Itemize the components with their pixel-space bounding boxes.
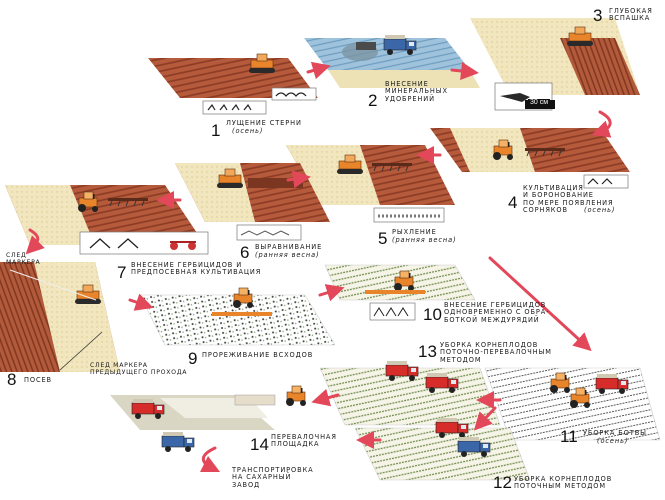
- step-11-number: 11: [560, 427, 578, 446]
- panel-14-field: [110, 385, 307, 453]
- step-6-title: ВЫРАВНИВАНИЕ: [255, 243, 323, 251]
- step-3-number: 3: [593, 6, 603, 25]
- panel-13-field: [319, 360, 501, 426]
- panel-2-field: [304, 34, 480, 88]
- previous-pass-trace-note: СЛЕД МАРКЕРА ПРЕДЫДУЩЕГО ПРОХОДА: [90, 362, 188, 376]
- step-10-number: 10: [423, 305, 442, 324]
- step-1-number: 1: [211, 121, 221, 140]
- flow-arrows: [25, 61, 612, 473]
- step-4-season: (осень): [584, 206, 616, 214]
- panel-11-field: [484, 367, 661, 441]
- step-1-season: (осень): [232, 127, 264, 135]
- panel-10-field: [324, 264, 476, 321]
- step-14-title: ПЕРЕВАЛОЧНАЯ ПЛОЩАДКА: [271, 433, 337, 449]
- step-10-title: ВНЕСЕНИЕ ГЕРБИЦИДОВ ОДНОВРЕМЕННО С ОБРА-…: [444, 301, 550, 324]
- panel-9-field: [139, 287, 336, 346]
- step-1-title: ЛУЩЕНИЕ СТЕРНИ: [226, 119, 302, 127]
- step-6-season: (ранняя весна): [255, 251, 320, 259]
- step-14-number: 14: [250, 435, 269, 454]
- panel-4-field: [430, 128, 630, 189]
- step-2-number: 2: [368, 91, 378, 110]
- step-11-title: УБОРКА БОТВЫ: [583, 429, 647, 437]
- transport-note: ТРАНСПОРТИРОВКА НА САХАРНЫЙ ЗАВОД: [232, 466, 314, 489]
- step-7-title: ВНЕСЕНИЕ ГЕРБИЦИДОВ И ПРЕДПОСЕВНАЯ КУЛЬТ…: [131, 261, 262, 277]
- panel-5-field: [286, 145, 455, 223]
- step-5-number: 5: [378, 229, 388, 248]
- panel-1-field: [148, 53, 318, 115]
- step-5-season: (ранняя весна): [392, 236, 457, 244]
- step-12-number: 12: [493, 473, 512, 492]
- step-13-number: 13: [418, 342, 437, 361]
- step-4-number: 4: [508, 193, 518, 212]
- step-3-title: ГЛУБОКАЯ ВСПАШКА: [609, 7, 653, 23]
- panel-12-field: [354, 417, 531, 481]
- step-9-title: ПРОРЕЖИВАНИЕ ВСХОДОВ: [202, 351, 314, 359]
- step-11-season: (осень): [597, 437, 629, 445]
- step-8-title: ПОСЕВ: [24, 376, 52, 384]
- marker-trace-note: СЛЕД МАРКЕРА: [6, 252, 41, 266]
- panel-8-field: [0, 262, 120, 372]
- step-13-title: УБОРКА КОРНЕПЛОДОВ ПОТОЧНО-ПЕРЕВАЛОЧНЫМ …: [440, 341, 552, 364]
- plow-depth-label: 30 см: [528, 99, 551, 106]
- step-7-number: 7: [117, 263, 127, 282]
- panel-7-field: [5, 185, 209, 255]
- step-9-number: 9: [188, 349, 198, 368]
- step-5-title: РЫХЛЕНИЕ: [392, 228, 437, 236]
- panel-6-field: [175, 163, 330, 241]
- step-6-number: 6: [240, 243, 250, 262]
- step-12-title: УБОРКА КОРНЕПЛОДОВ ПОТОЧНЫМ МЕТОДОМ: [514, 475, 613, 491]
- step-4-title: КУЛЬТИВАЦИЯ И БОРОНОВАНИЕ ПО МЕРЕ ПОЯВЛЕ…: [523, 184, 614, 215]
- step-2-title: ВНЕСЕНИЕ МИНЕРАЛЬНЫХ УДОБРЕНИЙ: [385, 80, 448, 103]
- panel-3-field: [470, 18, 640, 111]
- step-8-number: 8: [7, 370, 17, 389]
